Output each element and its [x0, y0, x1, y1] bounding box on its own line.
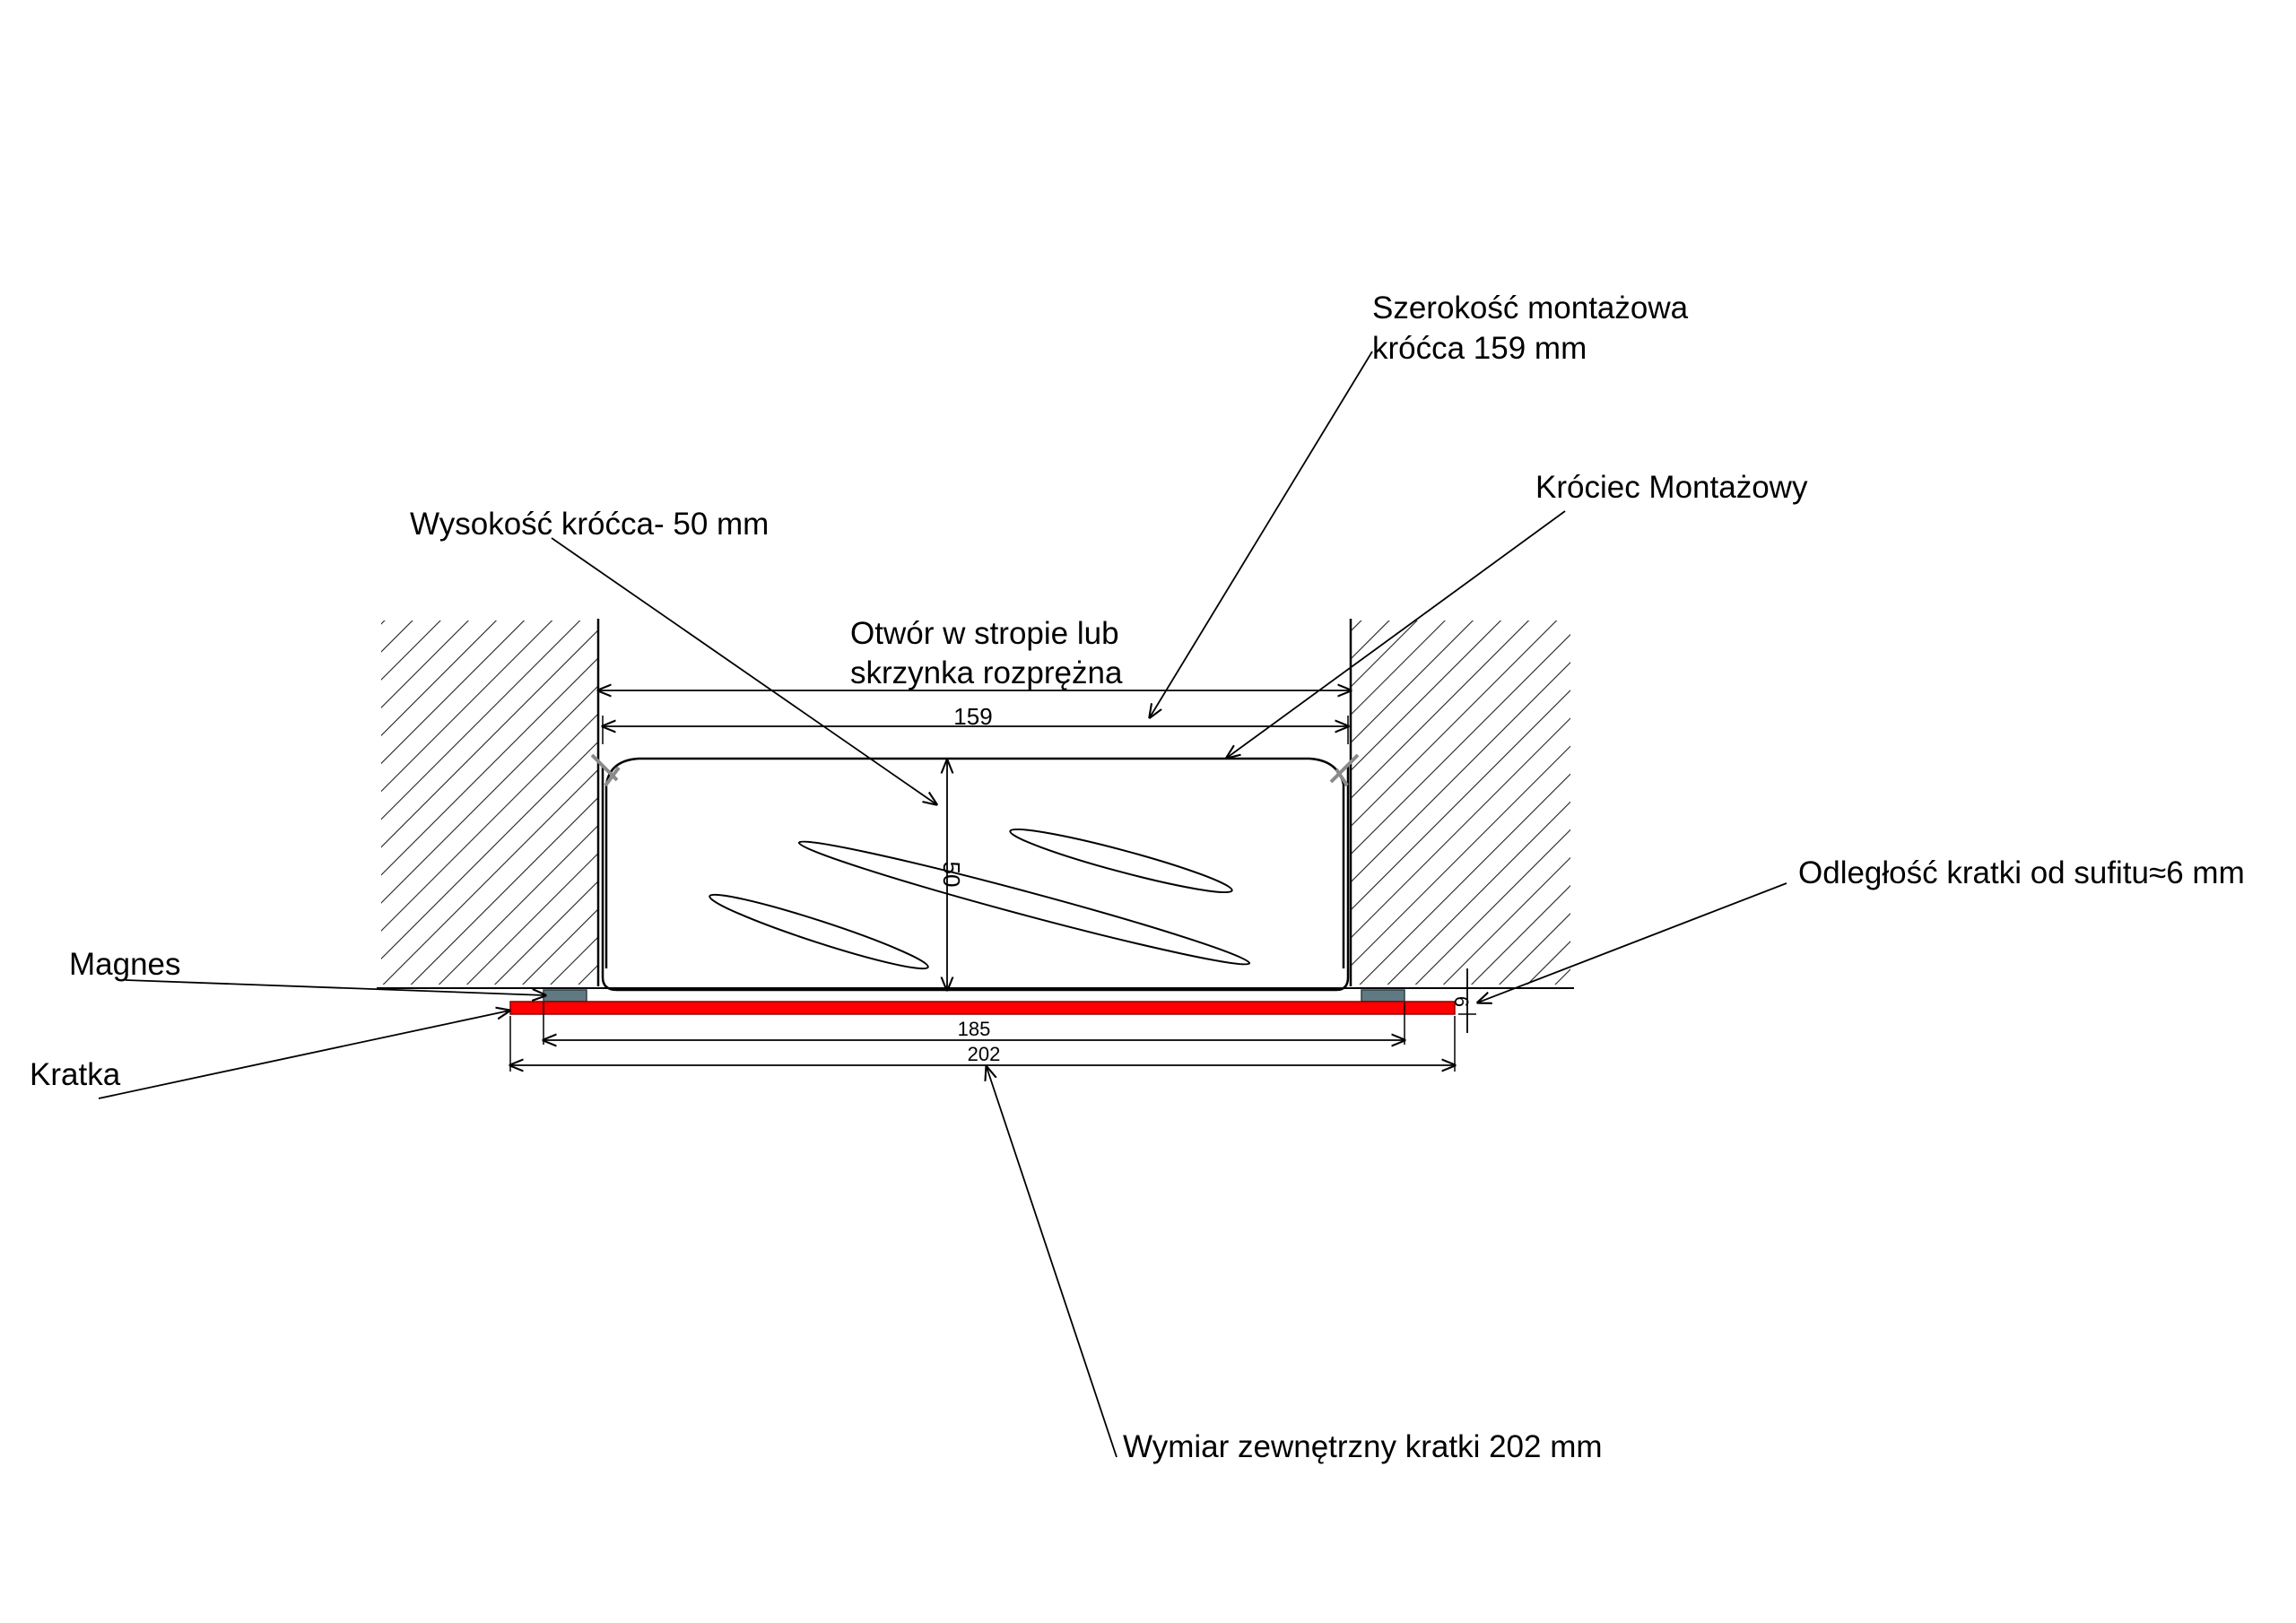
label-magnes: Magnes	[69, 947, 181, 982]
label-kratka: Kratka	[30, 1057, 121, 1092]
leader-kratka	[98, 1011, 509, 1099]
spigot-top-wall	[604, 757, 1345, 968]
magnet-left	[543, 989, 587, 1002]
leader-szerokosc	[1150, 351, 1373, 717]
ceiling-left-section	[381, 621, 598, 985]
screw-right-icon	[1329, 753, 1360, 787]
leader-wymiar	[987, 1067, 1118, 1458]
vane-middle	[797, 840, 1251, 966]
dim-185-label: 185	[958, 1018, 991, 1040]
grille	[509, 1001, 1456, 1015]
dim-202-label: 202	[968, 1043, 1001, 1065]
dim-50-label: 50	[938, 862, 965, 888]
leader-wysokosc	[551, 537, 936, 804]
leader-krociec	[1227, 510, 1566, 758]
label-otwor-line1: Otwór w stropie lub	[850, 616, 1119, 651]
label-szerokosc-line2: króćca 159 mm	[1372, 331, 1587, 366]
dim-6-label: 6	[1450, 996, 1473, 1007]
label-szerokosc-line1: Szerokość montażowa	[1372, 291, 1689, 325]
mounting-spigot	[601, 767, 1350, 992]
label-odleglosc: Odległość kratki od sufitu≈6 mm	[1798, 855, 2245, 890]
vane-top-right	[1009, 828, 1233, 894]
dim-159-label: 159	[953, 703, 992, 730]
vane-bottom-left	[709, 893, 929, 970]
label-krociec: Króciec Montażowy	[1535, 470, 1808, 505]
ceiling-right-section	[1351, 621, 1570, 985]
label-wysokosc: Wysokość króćca- 50 mm	[410, 507, 769, 542]
label-otwor-line2: skrzynka rozprężna	[850, 655, 1123, 690]
leader-magnes	[125, 979, 545, 995]
magnet-right	[1361, 989, 1405, 1002]
label-wymiar: Wymiar zewnętrzny kratki 202 mm	[1123, 1429, 1603, 1464]
screw-left-icon	[590, 753, 621, 787]
leader-odleglosc	[1478, 882, 1787, 1002]
